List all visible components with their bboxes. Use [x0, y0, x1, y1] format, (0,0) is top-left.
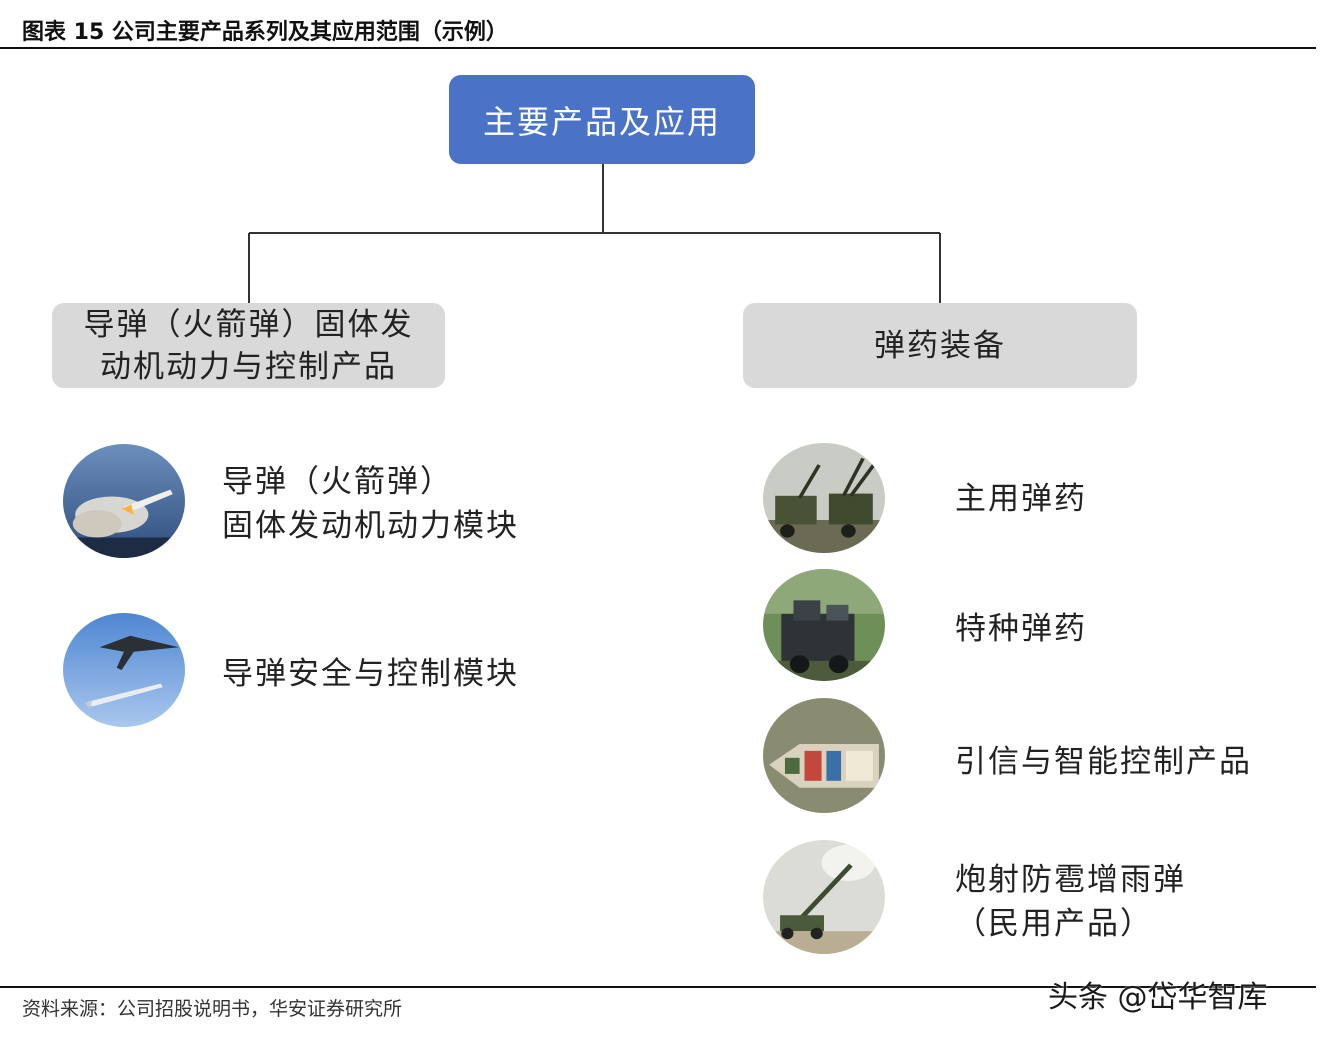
- artillery-firing-photo-icon: [763, 840, 885, 954]
- fuze-cutaway-photo-icon: [763, 698, 885, 813]
- watermark: 头条 @岱华智库: [1048, 980, 1268, 1015]
- item-label-special-ammo: 特种弹药: [955, 611, 1087, 647]
- anti-aircraft-vehicle-photo-icon: [763, 443, 885, 553]
- missile-aircraft-photo-icon: [63, 613, 185, 727]
- rocket-launch-photo-icon: [63, 444, 185, 558]
- category-node-propulsion: 导弹（火箭弹）固体发 动机动力与控制产品: [52, 303, 445, 388]
- item-label-hail-rocket: 炮射防雹增雨弹 （民用产品）: [955, 862, 1186, 942]
- item-label-main-ammo: 主用弹药: [955, 481, 1087, 517]
- source-note: 资料来源：公司招股说明书，华安证券研究所: [22, 998, 403, 1020]
- item-label-fuze: 引信与智能控制产品: [955, 744, 1252, 780]
- armored-vehicle-photo-icon: [763, 569, 885, 681]
- category-node-ammunition: 弹药装备: [743, 303, 1137, 388]
- item-label-safety-control: 导弹安全与控制模块: [222, 656, 519, 692]
- item-label-solid-motor: 导弹（火箭弹） 固体发动机动力模块: [222, 464, 519, 544]
- category-label: 导弹（火箭弹）固体发 动机动力与控制产品: [83, 306, 414, 385]
- bottom-rule: [0, 986, 1316, 988]
- category-label: 弹药装备: [874, 327, 1006, 364]
- figure-title: 图表 15 公司主要产品系列及其应用范围（示例）: [22, 20, 508, 45]
- top-rule: [0, 47, 1316, 49]
- root-node: 主要产品及应用: [449, 75, 755, 164]
